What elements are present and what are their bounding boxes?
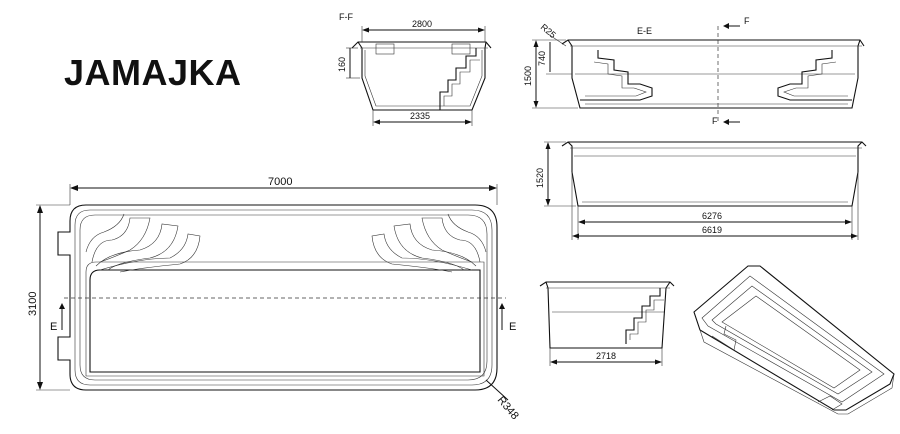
top-view: E E 7000 3100 R348: [27, 176, 521, 422]
ee-depth-label: 1500: [523, 66, 533, 86]
section-marker-right: E: [509, 321, 516, 333]
side-inner-length: 6276: [702, 211, 722, 221]
section-ff-title: F-F: [339, 12, 353, 22]
ee-step-depth: 740: [537, 51, 547, 66]
top-width-label: 3100: [27, 292, 39, 316]
isometric-view: [693, 265, 895, 415]
end-width-label: 2718: [596, 351, 616, 361]
model-title: JAMAJKA: [64, 52, 242, 93]
end-view: 2718: [539, 281, 675, 366]
section-ff: F-F 2800 2335: [337, 12, 492, 126]
ee-radius-label: R25: [539, 22, 558, 40]
radius-label: R348: [495, 394, 521, 422]
side-depth-label: 1520: [535, 168, 545, 188]
ff-bottom-width: 2335: [410, 111, 430, 121]
ee-marker-top: F: [744, 16, 750, 26]
side-view: 1520 6276 6619: [535, 141, 867, 240]
section-ee-title: E-E: [637, 26, 652, 36]
ee-marker-bottom: F: [712, 116, 718, 126]
ff-step-height: 160: [337, 57, 347, 72]
top-length-label: 7000: [268, 176, 292, 188]
section-marker-left: E: [50, 321, 57, 333]
section-ee: E-E R25 F F 150: [523, 16, 865, 126]
side-outer-length: 6619: [702, 225, 722, 235]
ff-top-width: 2800: [412, 19, 432, 29]
